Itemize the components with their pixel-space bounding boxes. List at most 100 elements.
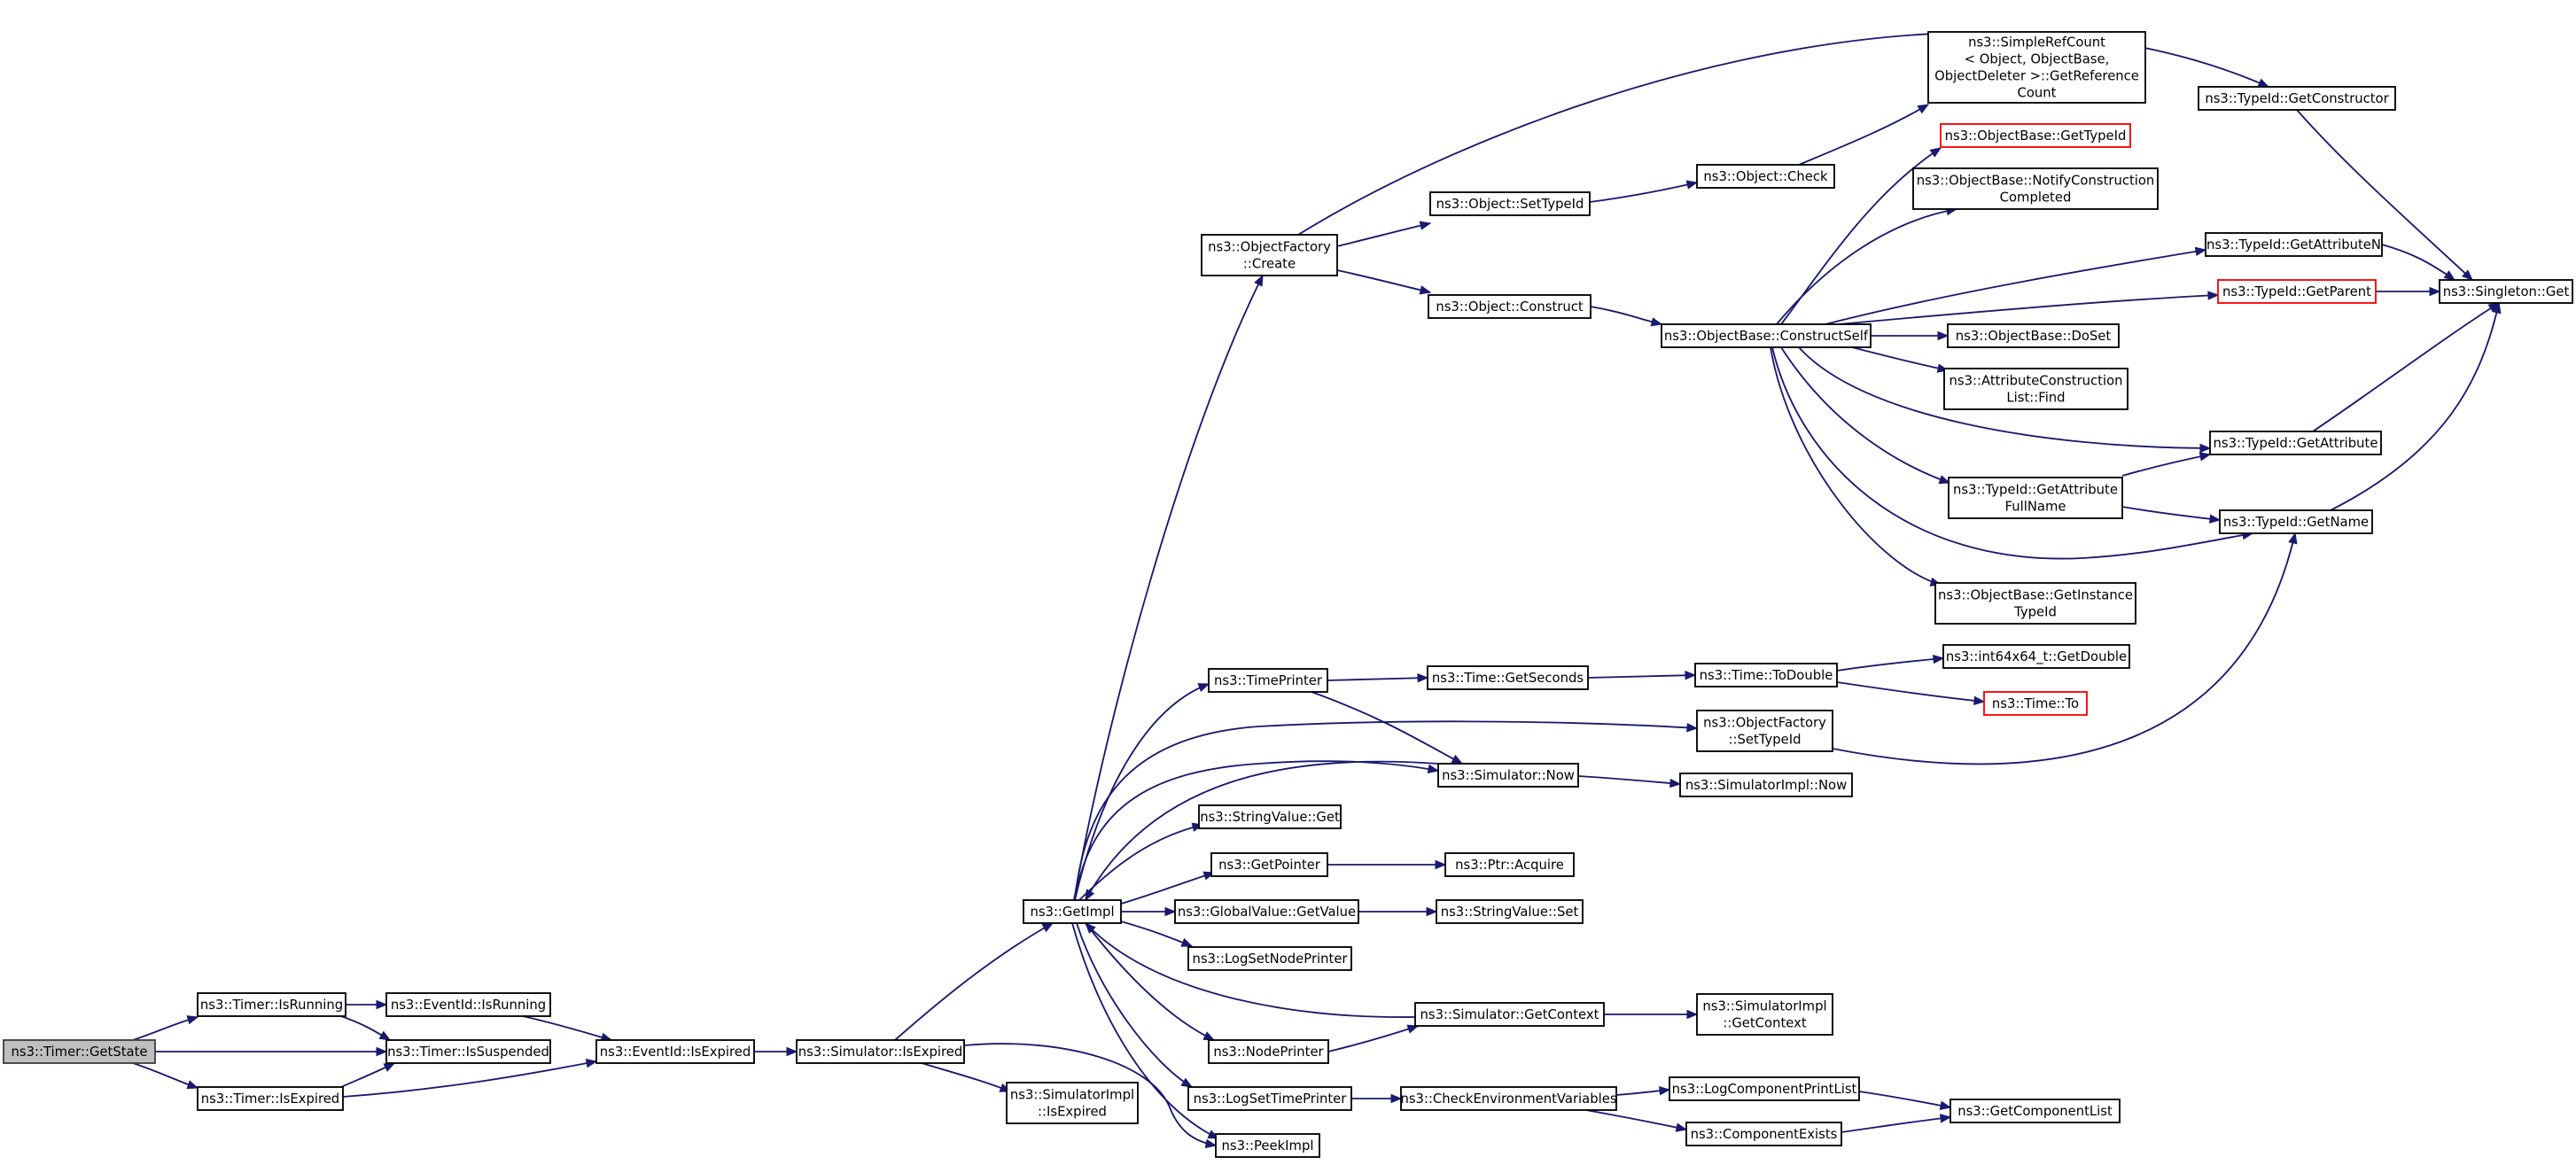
edge-logsettimeprinter-to-checkenvvars <box>1351 1093 1403 1104</box>
node-issuspended[interactable]: ns3::Timer::IsSuspended <box>385 1039 551 1064</box>
node-label: ns3::EventId::IsRunning <box>391 998 546 1013</box>
node-logcomponentprintlist[interactable]: ns3::LogComponentPrintList <box>1669 1076 1860 1101</box>
node-int64getdouble[interactable]: ns3::int64x64_t::GetDouble <box>1942 644 2130 669</box>
node-label: ns3::ObjectFactory <box>1208 240 1331 255</box>
node-objbasenotify[interactable]: ns3::ObjectBase::NotifyConstructionCompl… <box>1912 167 2159 210</box>
edge-simgetcontext-to-simimplgetcontext <box>1604 1009 1699 1020</box>
edge-line <box>1085 922 1416 1018</box>
edge-line <box>522 1015 612 1041</box>
node-logsetnodeprinter[interactable]: ns3::LogSetNodePrinter <box>1187 946 1352 971</box>
node-box <box>1912 167 2159 210</box>
node-simimplnow[interactable]: ns3::SimulatorImpl::Now <box>1679 773 1853 797</box>
edge-line <box>2381 244 2455 281</box>
node-singletonget[interactable]: ns3::Singleton::Get <box>2439 279 2573 304</box>
node-getimpl[interactable]: ns3::GetImpl <box>1023 899 1122 924</box>
arrowhead-icon <box>1938 475 1951 485</box>
node-peekimpl[interactable]: ns3::PeekImpl <box>1215 1133 1320 1158</box>
node-simimplisexpired[interactable]: ns3::SimulatorImpl::IsExpired <box>1006 1082 1139 1124</box>
node-typeidgetparent[interactable]: ns3::TypeId::GetParent <box>2217 279 2377 304</box>
arrowhead-icon <box>1041 922 1055 933</box>
edge-line <box>1780 346 1950 484</box>
node-ptracquire[interactable]: ns3::Ptr::Acquire <box>1444 852 1575 877</box>
edge-objfactorycreate-to-objconstruct <box>1336 269 1432 295</box>
edge-getstate-to-isrunning <box>132 1015 199 1041</box>
edge-line <box>1577 775 1681 785</box>
edge-line <box>921 1062 1011 1092</box>
node-typeidgetattribute[interactable]: ns3::TypeId::GetAttribute <box>2209 431 2382 455</box>
edge-line <box>2121 506 2221 521</box>
node-objfactorycreate[interactable]: ns3::ObjectFactory::Create <box>1201 234 1338 276</box>
node-label: Completed <box>2000 190 2072 206</box>
node-objcheck[interactable]: ns3::Object::Check <box>1696 164 1835 189</box>
edge-line <box>2312 302 2500 432</box>
node-typeidgetattrn[interactable]: ns3::TypeId::GetAttributeN <box>2205 232 2383 257</box>
node-objsettypeid[interactable]: ns3::Object::SetTypeId <box>1429 191 1591 216</box>
node-logsettimeprinter[interactable]: ns3::LogSetTimePrinter <box>1187 1086 1352 1111</box>
node-eventidisexpired[interactable]: ns3::EventId::IsExpired <box>595 1039 755 1064</box>
node-box <box>385 1039 551 1064</box>
edge-timetodouble-to-timeto <box>1836 681 1986 706</box>
node-checkenvvars[interactable]: ns3::CheckEnvironmentVariables <box>1400 1086 1617 1111</box>
edge-getimpl-to-getpointer <box>1120 871 1216 905</box>
node-simplerefcount[interactable]: ns3::SimpleRefCount< Object, ObjectBase,… <box>1927 31 2146 104</box>
arrowhead-icon <box>1650 317 1663 327</box>
edge-line <box>1589 182 1698 203</box>
node-objfactorysettypeid[interactable]: ns3::ObjectFactory::SetTypeId <box>1696 710 1833 752</box>
node-stringvalueget[interactable]: ns3::StringValue::Get <box>1198 804 1342 829</box>
node-nodeprinter[interactable]: ns3::NodePrinter <box>1208 1039 1329 1064</box>
arrowhead-icon <box>2443 270 2456 281</box>
edge-line <box>1771 346 2253 560</box>
arrowhead-icon <box>1419 285 1432 295</box>
arrowhead-icon <box>378 1030 392 1041</box>
nodes-layer: ns3::Timer::GetStatens3::Timer::IsRunnin… <box>3 31 2573 1158</box>
edge-objbaseconstructself-to-attrconstrfind <box>1851 346 1950 373</box>
edge-line <box>1585 1109 1687 1130</box>
node-objconstruct[interactable]: ns3::Object::Construct <box>1428 294 1592 319</box>
arrowhead-icon <box>2257 78 2270 88</box>
node-box <box>1428 294 1592 319</box>
node-label: ns3::GetPointer <box>1218 858 1321 873</box>
arrowhead-icon <box>585 1059 598 1068</box>
node-stringvalueset[interactable]: ns3::StringValue::Set <box>1436 899 1584 924</box>
arrowhead-icon <box>1164 906 1177 917</box>
arrowhead-icon <box>1085 922 1096 934</box>
node-simimplgetcontext[interactable]: ns3::SimulatorImpl::GetContext <box>1696 993 1833 1036</box>
node-timetodouble[interactable]: ns3::Time::ToDouble <box>1694 663 1838 687</box>
node-eventidisrunning[interactable]: ns3::EventId::IsRunning <box>385 992 551 1017</box>
arrowhead-icon <box>1973 695 1986 706</box>
node-label: ns3::Object::SetTypeId <box>1436 197 1584 212</box>
node-objbasedoset[interactable]: ns3::ObjectBase::DoSet <box>1947 323 2120 348</box>
node-getpointer[interactable]: ns3::GetPointer <box>1210 852 1328 877</box>
node-getcomponentlist[interactable]: ns3::GetComponentList <box>1950 1099 2121 1123</box>
node-timegetseconds[interactable]: ns3::Time::GetSeconds <box>1427 665 1589 690</box>
edge-eventidisrunning-to-eventidisexpired <box>522 1015 613 1042</box>
node-objbaseconstructself[interactable]: ns3::ObjectBase::ConstructSelf <box>1661 323 1872 348</box>
node-objbasegettypeid[interactable]: ns3::ObjectBase::GetTypeId <box>1940 123 2131 148</box>
edge-line <box>1825 249 2206 325</box>
edge-line <box>1838 294 2219 325</box>
node-componentexists[interactable]: ns3::ComponentExists <box>1685 1122 1842 1146</box>
node-box <box>1174 899 1359 924</box>
edge-line <box>2121 454 2211 477</box>
node-isexpired[interactable]: ns3::Timer::IsExpired <box>197 1086 344 1111</box>
node-simgetcontext[interactable]: ns3::Simulator::GetContext <box>1414 1002 1605 1027</box>
node-timeprinter[interactable]: ns3::TimePrinter <box>1208 668 1328 693</box>
node-timeto[interactable]: ns3::Time::To <box>1983 691 2088 716</box>
node-label: ns3::Timer::IsExpired <box>201 1091 339 1107</box>
node-simnow[interactable]: ns3::Simulator::Now <box>1437 763 1579 788</box>
node-typeidgetconstructor[interactable]: ns3::TypeId::GetConstructor <box>2198 86 2396 111</box>
node-label: ns3::Time::GetSeconds <box>1432 671 1584 686</box>
node-globalvaluegetvalue[interactable]: ns3::GlobalValue::GetValue <box>1174 899 1359 924</box>
node-label: ns3::Timer::IsSuspended <box>387 1045 549 1060</box>
node-typeidgetname[interactable]: ns3::TypeId::GetName <box>2219 509 2373 534</box>
arrowhead-icon <box>376 1046 388 1057</box>
node-label: ns3::TypeId::GetAttribute <box>2214 436 2378 451</box>
node-isrunning[interactable]: ns3::Timer::IsRunning <box>197 992 346 1017</box>
node-label: ns3::ObjectBase::GetInstance <box>1938 588 2133 603</box>
node-simisexpired[interactable]: ns3::Simulator::IsExpired <box>796 1039 965 1064</box>
node-label: < Object, ObjectBase, <box>1965 52 2110 67</box>
